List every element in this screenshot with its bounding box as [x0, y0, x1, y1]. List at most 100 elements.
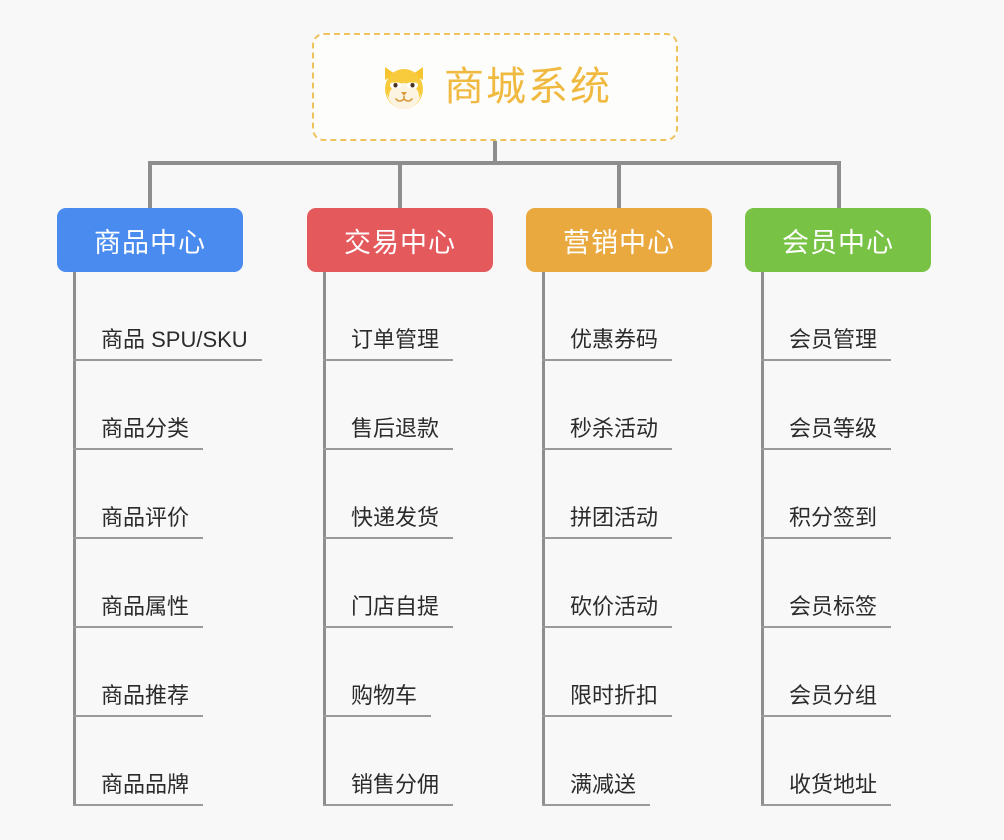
leaf-label: 秒杀活动	[570, 415, 659, 441]
branch-header-product[interactable]: 商品中心	[57, 208, 243, 272]
leaf-label: 优惠券码	[570, 326, 659, 352]
leaf-underline: 优惠券码	[542, 326, 673, 361]
branch-trunk-line	[323, 272, 326, 806]
leaf-item[interactable]: 优惠券码	[526, 272, 712, 361]
leaf-item[interactable]: 商品分类	[57, 361, 243, 450]
leaf-item[interactable]: 订单管理	[307, 272, 493, 361]
leaf-item[interactable]: 售后退款	[307, 361, 493, 450]
leaf-label: 售后退款	[351, 415, 440, 441]
leaf-label: 砍价活动	[570, 593, 659, 619]
leaf-underline: 会员等级	[761, 415, 892, 450]
leaf-label: 门店自提	[351, 593, 440, 619]
branch-header-trade[interactable]: 交易中心	[307, 208, 493, 272]
leaf-underline: 商品 SPU/SKU	[73, 326, 262, 361]
leaf-underline: 秒杀活动	[542, 415, 673, 450]
leaf-underline: 商品推荐	[73, 682, 204, 717]
branch-trunk-line	[73, 272, 76, 806]
leaf-underline: 会员分组	[761, 682, 892, 717]
leaf-item[interactable]: 购物车	[307, 628, 493, 717]
leaf-underline: 商品属性	[73, 593, 204, 628]
leaf-underline: 满减送	[542, 771, 651, 806]
connector-drop-4	[837, 161, 841, 209]
leaf-item[interactable]: 收货地址	[745, 717, 931, 806]
leaf-underline: 积分签到	[761, 504, 892, 539]
leaf-underline: 商品评价	[73, 504, 204, 539]
leaf-label: 销售分佣	[351, 771, 440, 797]
leaf-label: 收货地址	[789, 771, 878, 797]
leaf-label: 商品推荐	[101, 682, 190, 708]
leaf-underline: 售后退款	[323, 415, 454, 450]
leaf-label: 商品属性	[101, 593, 190, 619]
leaf-label: 拼团活动	[570, 504, 659, 530]
leaf-underline: 商品分类	[73, 415, 204, 450]
connector-root-stem	[493, 141, 497, 164]
leaf-label: 会员分组	[789, 682, 878, 708]
leaf-item[interactable]: 快递发货	[307, 450, 493, 539]
branch-header-label: 会员中心	[782, 227, 894, 258]
leaf-list-trade: 订单管理 售后退款 快递发货 门店自提 购物车 销售分佣	[307, 272, 493, 806]
branch-header-marketing[interactable]: 营销中心	[526, 208, 712, 272]
leaf-item[interactable]: 门店自提	[307, 539, 493, 628]
root-title: 商城系统	[444, 65, 612, 109]
leaf-item[interactable]: 拼团活动	[526, 450, 712, 539]
leaf-underline: 销售分佣	[323, 771, 454, 806]
leaf-item[interactable]: 砍价活动	[526, 539, 712, 628]
leaf-item[interactable]: 销售分佣	[307, 717, 493, 806]
leaf-underline: 会员标签	[761, 593, 892, 628]
leaf-item[interactable]: 会员标签	[745, 539, 931, 628]
leaf-underline: 购物车	[323, 682, 432, 717]
branch-trunk-line	[542, 272, 545, 806]
branch-trunk-line	[761, 272, 764, 806]
leaf-label: 商品分类	[101, 415, 190, 441]
shiba-dog-face-icon	[378, 63, 430, 111]
leaf-item[interactable]: 会员等级	[745, 361, 931, 450]
leaf-label: 商品品牌	[101, 771, 190, 797]
connector-drop-3	[617, 161, 621, 209]
leaf-label: 限时折扣	[570, 682, 659, 708]
leaf-underline: 订单管理	[323, 326, 454, 361]
connector-drop-1	[148, 161, 152, 209]
leaf-underline: 砍价活动	[542, 593, 673, 628]
leaf-label: 订单管理	[351, 326, 440, 352]
leaf-item[interactable]: 商品推荐	[57, 628, 243, 717]
leaf-list-product: 商品 SPU/SKU 商品分类 商品评价 商品属性 商品推荐 商品品牌	[57, 272, 262, 806]
leaf-list-member: 会员管理 会员等级 积分签到 会员标签 会员分组 收货地址	[745, 272, 931, 806]
leaf-item[interactable]: 满减送	[526, 717, 712, 806]
leaf-underline: 限时折扣	[542, 682, 673, 717]
leaf-underline: 收货地址	[761, 771, 892, 806]
leaf-underline: 商品品牌	[73, 771, 204, 806]
branch-header-label: 营销中心	[563, 227, 675, 258]
connector-drop-2	[398, 161, 402, 209]
leaf-label: 商品评价	[101, 504, 190, 530]
leaf-item[interactable]: 商品评价	[57, 450, 243, 539]
leaf-item[interactable]: 会员分组	[745, 628, 931, 717]
branch-column-product: 商品中心 商品 SPU/SKU 商品分类 商品评价 商品属性 商品推荐 商品品牌	[57, 208, 262, 806]
branch-header-member[interactable]: 会员中心	[745, 208, 931, 272]
connector-horizontal-bus	[148, 161, 841, 165]
branch-column-trade: 交易中心 订单管理 售后退款 快递发货 门店自提 购物车 销售分佣	[307, 208, 493, 806]
leaf-label: 会员标签	[789, 593, 878, 619]
leaf-item[interactable]: 商品属性	[57, 539, 243, 628]
leaf-item[interactable]: 限时折扣	[526, 628, 712, 717]
leaf-label: 积分签到	[789, 504, 878, 530]
leaf-item[interactable]: 积分签到	[745, 450, 931, 539]
root-node[interactable]: 商城系统	[312, 33, 678, 141]
leaf-list-marketing: 优惠券码 秒杀活动 拼团活动 砍价活动 限时折扣 满减送	[526, 272, 712, 806]
leaf-label: 快递发货	[351, 504, 440, 530]
branch-header-label: 交易中心	[344, 227, 456, 258]
branch-header-label: 商品中心	[94, 227, 206, 258]
leaf-item[interactable]: 会员管理	[745, 272, 931, 361]
leaf-item[interactable]: 秒杀活动	[526, 361, 712, 450]
leaf-underline: 会员管理	[761, 327, 892, 361]
branch-column-member: 会员中心 会员管理 会员等级 积分签到 会员标签 会员分组 收货地址	[745, 208, 931, 806]
leaf-label: 商品 SPU/SKU	[101, 326, 248, 352]
leaf-item[interactable]: 商品 SPU/SKU	[57, 272, 262, 361]
leaf-label: 会员等级	[789, 415, 878, 441]
leaf-label: 满减送	[570, 771, 637, 797]
leaf-label: 购物车	[351, 682, 418, 708]
leaf-underline: 拼团活动	[542, 504, 673, 539]
branch-column-marketing: 营销中心 优惠券码 秒杀活动 拼团活动 砍价活动 限时折扣 满减送	[526, 208, 712, 806]
leaf-item[interactable]: 商品品牌	[57, 717, 243, 806]
leaf-underline: 门店自提	[323, 593, 454, 628]
